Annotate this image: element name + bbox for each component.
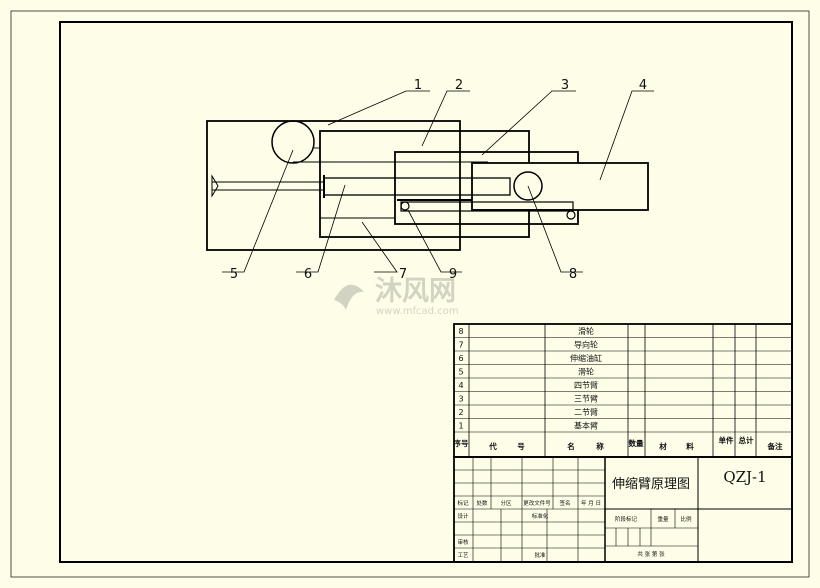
parts-list-rows: 8 滑轮 7 导向轮 6 伸缩油缸 5 滑轮 4 四节臂 3 三节臂 2 二节臂 1 基本臂 <box>458 326 602 431</box>
drawing-code: QZJ-1 <box>723 468 766 486</box>
parts-list-row-name: 伸缩油缸 <box>570 353 602 363</box>
header-no: 序号 <box>454 438 469 448</box>
cylinder-mount <box>211 174 219 198</box>
sign-label-standard: 标准化 <box>532 512 549 520</box>
leader-lines <box>222 90 654 273</box>
watermark-logo-icon <box>334 284 364 310</box>
base-boom <box>206 120 461 251</box>
header-material-1: 材 <box>659 441 667 451</box>
balloon-8: 8 <box>569 267 577 282</box>
header-code-2: 号 <box>517 442 525 451</box>
watermark: 沐风网 www.mfcad.com <box>334 276 459 317</box>
weight-label: 重量 <box>657 515 669 523</box>
pulley-8 <box>513 171 543 201</box>
parts-list-row-name: 滑轮 <box>578 326 594 336</box>
leader-1 <box>327 90 430 126</box>
sign-label-design: 设计 <box>457 512 469 520</box>
parts-list-row-name: 三节臂 <box>574 393 598 403</box>
sheet-trim-border <box>10 10 810 578</box>
cylinder-rod <box>211 181 325 191</box>
end-wheel <box>566 210 576 220</box>
sign-label-approve: 批准 <box>534 551 546 559</box>
fourth-boom <box>471 162 649 211</box>
parts-list-row-no: 1 <box>458 421 463 430</box>
parts-list-row-name: 导向轮 <box>574 339 598 349</box>
parts-list-row-name: 基本臂 <box>574 420 598 430</box>
leader-8 <box>527 185 583 273</box>
balloon-4: 4 <box>639 78 647 93</box>
rev-label-zone: 分区 <box>500 499 512 507</box>
title-block <box>453 456 793 563</box>
parts-list-row-no: 5 <box>458 367 463 376</box>
balloon-6: 6 <box>304 267 312 282</box>
balloon-1: 1 <box>414 78 422 93</box>
leader-4 <box>599 90 654 181</box>
drawing-frame <box>59 21 793 563</box>
parts-list-row-no: 2 <box>458 408 463 417</box>
leader-7 <box>361 221 398 273</box>
balloon-2: 2 <box>455 78 463 93</box>
leader-2 <box>421 90 470 147</box>
sign-label-review: 审核 <box>457 538 469 546</box>
rev-label-change-doc: 更改文件号 <box>523 499 551 507</box>
scale-label: 比例 <box>680 515 692 523</box>
header-name-1: 名 <box>567 441 575 451</box>
header-unit: 单件 <box>719 435 734 445</box>
parts-list-row-name: 四节臂 <box>574 380 598 390</box>
balloon-3: 3 <box>561 78 569 93</box>
telescopic-boom-mechanism <box>206 120 649 251</box>
parts-list-header: 序号 代 号 名 称 数量 材 料 单件 总计 备注 <box>454 435 783 451</box>
rev-label-count: 处数 <box>476 499 488 507</box>
guide-wheel-9 <box>400 201 410 211</box>
parts-list-row-no: 7 <box>458 340 463 349</box>
header-remark: 备注 <box>767 441 783 451</box>
rev-label-date: 年 月 日 <box>581 499 601 507</box>
sheets-label: 共 张 第 张 <box>637 550 665 558</box>
header-material-2: 料 <box>686 441 694 451</box>
balloon-9: 9 <box>449 267 457 282</box>
parts-list-row-no: 8 <box>458 327 463 336</box>
stage-label: 阶段标记 <box>615 515 638 523</box>
watermark-brand: 沐风网 <box>375 276 456 307</box>
header-total: 总计 <box>739 435 754 445</box>
pulley-5 <box>271 120 315 164</box>
rev-label-sign: 签名 <box>559 499 570 507</box>
header-qty: 数量 <box>629 438 644 448</box>
parts-list-row-no: 3 <box>458 394 463 403</box>
sign-label-process: 工艺 <box>457 552 469 559</box>
header-name-2: 称 <box>596 441 604 451</box>
parts-list-row-no: 6 <box>458 354 463 363</box>
parts-list-row-name: 滑轮 <box>578 366 594 376</box>
parts-list-row-no: 4 <box>458 381 463 390</box>
leader-5 <box>222 149 294 273</box>
header-code-1: 代 <box>488 441 497 451</box>
leader-9 <box>407 209 462 273</box>
leader-3 <box>481 90 576 156</box>
parts-list-row-name: 二节臂 <box>574 407 598 417</box>
balloon-labels: 1 2 3 4 5 6 7 9 8 <box>230 78 647 282</box>
balloon-7: 7 <box>399 267 407 282</box>
drawing-title: 伸缩臂原理图 <box>612 476 690 492</box>
title-block-text: 伸缩臂原理图 QZJ-1 标记 处数 分区 更改文件号 签名 年 月 日 设计 … <box>457 468 766 559</box>
balloon-5: 5 <box>230 267 238 282</box>
watermark-url: www.mfcad.com <box>376 306 459 317</box>
leader-6 <box>296 184 346 273</box>
rev-label-mark: 标记 <box>457 499 469 507</box>
